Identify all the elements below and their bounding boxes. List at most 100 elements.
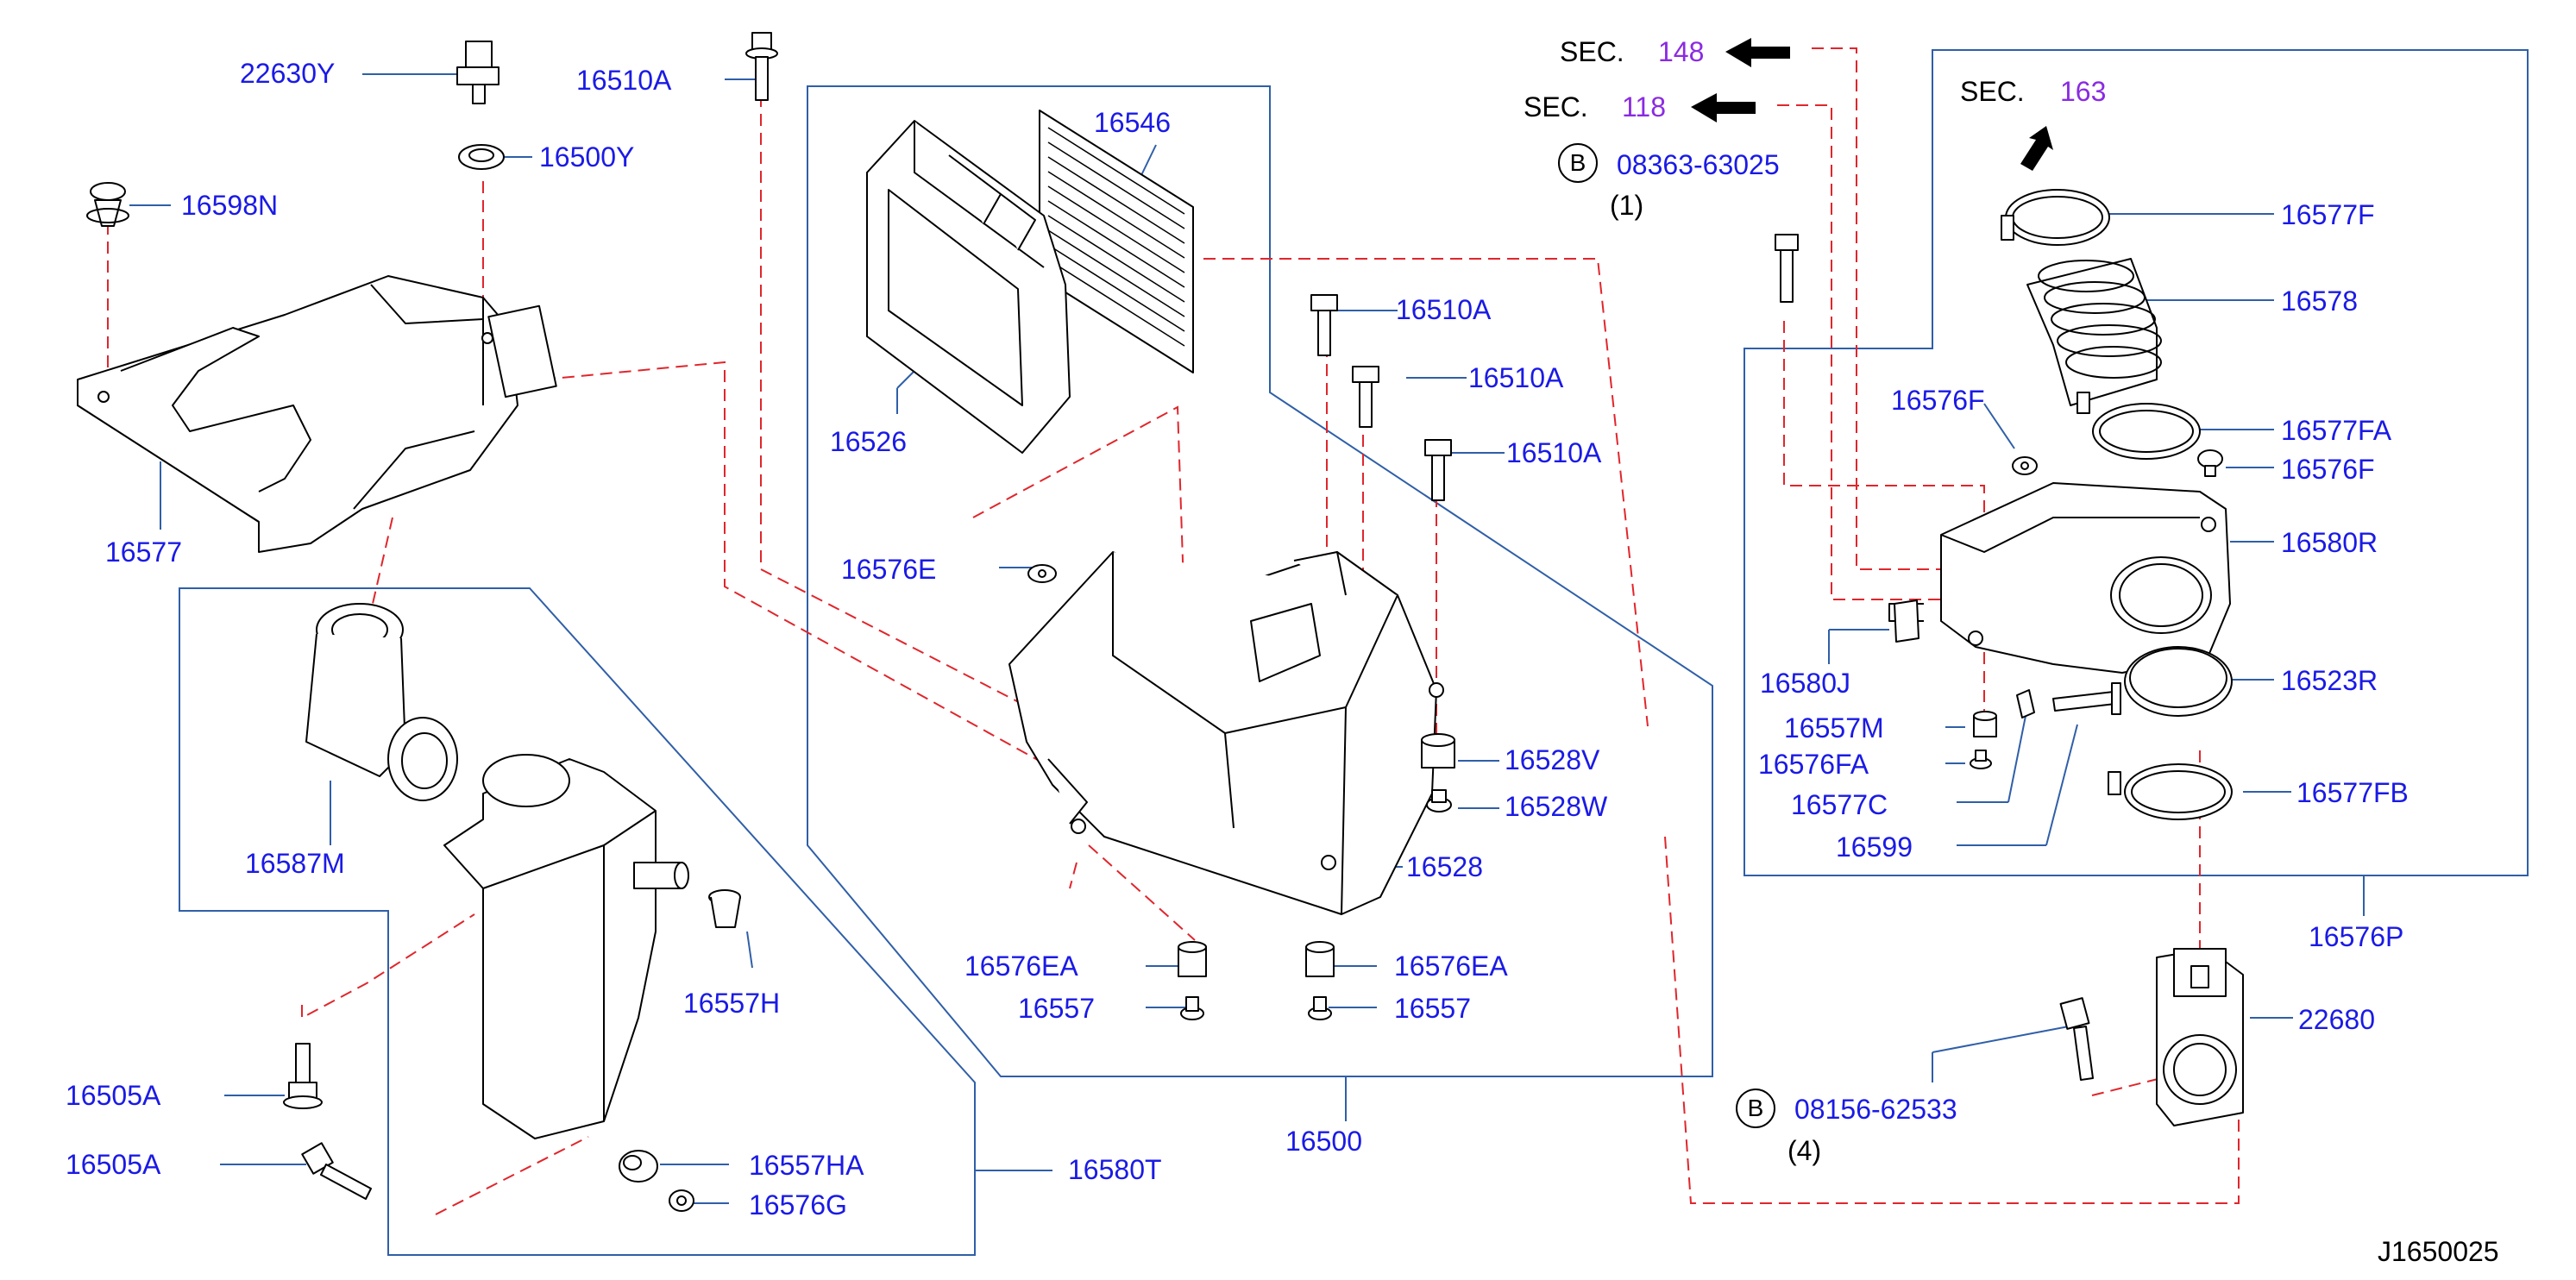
washer-16576E — [1027, 564, 1057, 583]
label-16577FA: 16577FA — [2281, 415, 2392, 446]
label-16599: 16599 — [1836, 831, 1913, 863]
bushing-16576EA-right — [1305, 941, 1335, 977]
label-16510A-1: 16510A — [1396, 294, 1492, 325]
grommet-16557H — [708, 889, 741, 928]
leader-lines — [129, 73, 2365, 1204]
bolt-16510A-1 — [1310, 294, 1338, 356]
label-16510A-2: 16510A — [1468, 362, 1564, 393]
label-16577FB: 16577FB — [2296, 777, 2409, 808]
bolt-08156-62533 — [2059, 997, 2094, 1081]
label-16546: 16546 — [1094, 107, 1171, 138]
qty-4: (4) — [1787, 1135, 1822, 1166]
label-22630Y: 22630Y — [240, 58, 336, 89]
label-16576E: 16576E — [841, 554, 937, 585]
grommet-16576FA — [1970, 750, 1992, 769]
ring-16523R — [2124, 646, 2233, 717]
label-16510A-top: 16510A — [576, 65, 672, 96]
label-16576EA-right: 16576EA — [1394, 951, 1508, 982]
bolt-16510A-top — [745, 32, 778, 101]
washer-16576G — [669, 1189, 694, 1212]
label-16587M: 16587M — [245, 848, 345, 879]
grommet-16500Y — [458, 144, 505, 170]
circle-b-marker-1: B — [1558, 143, 1598, 183]
label-16557M: 16557M — [1784, 712, 1884, 744]
cover-16526 — [866, 120, 1071, 454]
bushing-16557M — [1973, 711, 1997, 737]
duct-16577 — [77, 275, 557, 553]
qty-1: (1) — [1610, 190, 1644, 221]
part-drawings — [77, 32, 2244, 1212]
label-16598N: 16598N — [181, 190, 279, 221]
label-16500: 16500 — [1285, 1126, 1362, 1157]
label-16576G: 16576G — [749, 1189, 847, 1220]
grommet-16528W — [1426, 789, 1452, 813]
label-08363-63025: 08363-63025 — [1617, 149, 1780, 180]
bushing-16576EA-left — [1178, 941, 1207, 977]
label-16577C: 16577C — [1791, 789, 1888, 820]
bracket-16580J — [1894, 599, 1919, 643]
label-16557-right: 16557 — [1394, 993, 1471, 1024]
label-16557H: 16557H — [683, 988, 781, 1019]
filter-16546 — [1039, 110, 1194, 373]
sec-number-118[interactable]: 118 — [1622, 91, 1667, 122]
resonator-16580T — [443, 754, 689, 1139]
sec-word-163: SEC. — [1960, 76, 2025, 107]
label-16578: 16578 — [2281, 285, 2358, 317]
label-16576F-left: 16576F — [1891, 385, 1985, 416]
label-16580T: 16580T — [1068, 1154, 1162, 1185]
label-16580R: 16580R — [2281, 527, 2378, 558]
grommet-16557-right — [1308, 996, 1332, 1020]
washer-16576F-right — [2197, 449, 2223, 477]
clip-16598N — [86, 182, 129, 227]
bellows-16578 — [2026, 258, 2162, 406]
stud-16599 — [2052, 682, 2121, 715]
label-16528: 16528 — [1406, 851, 1483, 882]
sec-word-148: SEC. — [1560, 36, 1624, 67]
group-outline-16576P — [1744, 49, 2529, 876]
diagram-code: J1650025 — [2378, 1236, 2499, 1267]
clip-16577C — [2016, 689, 2035, 718]
label-16500Y: 16500Y — [539, 141, 635, 173]
sec-word-118: SEC. — [1524, 91, 1588, 122]
label-16505A-2: 16505A — [66, 1149, 161, 1180]
bolt-16505A-1 — [283, 1043, 323, 1109]
bolt-16505A-2 — [301, 1142, 372, 1200]
label-16510A-3: 16510A — [1506, 437, 1602, 468]
group-outline-16500 — [807, 85, 1713, 1077]
label-16576EA-left: 16576EA — [964, 951, 1078, 982]
label-16528W: 16528W — [1505, 791, 1608, 822]
label-16577F: 16577F — [2281, 199, 2375, 230]
label-16576P: 16576P — [2309, 921, 2404, 952]
clamp-16577FB — [2108, 763, 2233, 820]
grommet-16557-left — [1180, 996, 1204, 1020]
bushing-16557HA — [619, 1150, 658, 1183]
elbow-16587M — [305, 603, 458, 801]
housing-16580R — [1888, 482, 2231, 674]
label-16577: 16577 — [105, 536, 182, 568]
label-16580J: 16580J — [1760, 668, 1850, 699]
label-16526: 16526 — [830, 426, 907, 457]
circle-b-marker-2: B — [1736, 1089, 1775, 1128]
label-16557HA: 16557HA — [749, 1150, 864, 1181]
label-16505A-1: 16505A — [66, 1080, 161, 1111]
washer-16576F-left — [2012, 456, 2038, 475]
label-16576FA: 16576FA — [1758, 749, 1869, 780]
bushing-16528V — [1421, 733, 1455, 769]
group-outline-16580T — [179, 587, 976, 1256]
sec-number-163[interactable]: 163 — [2060, 76, 2107, 107]
clamp-16577F — [2001, 189, 2110, 246]
group-outlines — [179, 49, 2529, 1256]
label-08156-62533: 08156-62533 — [1794, 1094, 1957, 1125]
air-cleaner-16500 — [1008, 551, 1444, 915]
label-22680: 22680 — [2298, 1004, 2375, 1035]
sensor-22680 — [2156, 948, 2244, 1126]
sensor-22630Y — [456, 41, 499, 104]
label-16576F-right: 16576F — [2281, 454, 2375, 485]
sec-number-148[interactable]: 148 — [1658, 36, 1705, 67]
label-16557-left: 16557 — [1018, 993, 1095, 1024]
section-arrows — [1691, 38, 2053, 171]
bolt-16510A-2 — [1352, 366, 1379, 428]
label-16528V: 16528V — [1505, 744, 1600, 775]
label-16523R: 16523R — [2281, 665, 2378, 696]
